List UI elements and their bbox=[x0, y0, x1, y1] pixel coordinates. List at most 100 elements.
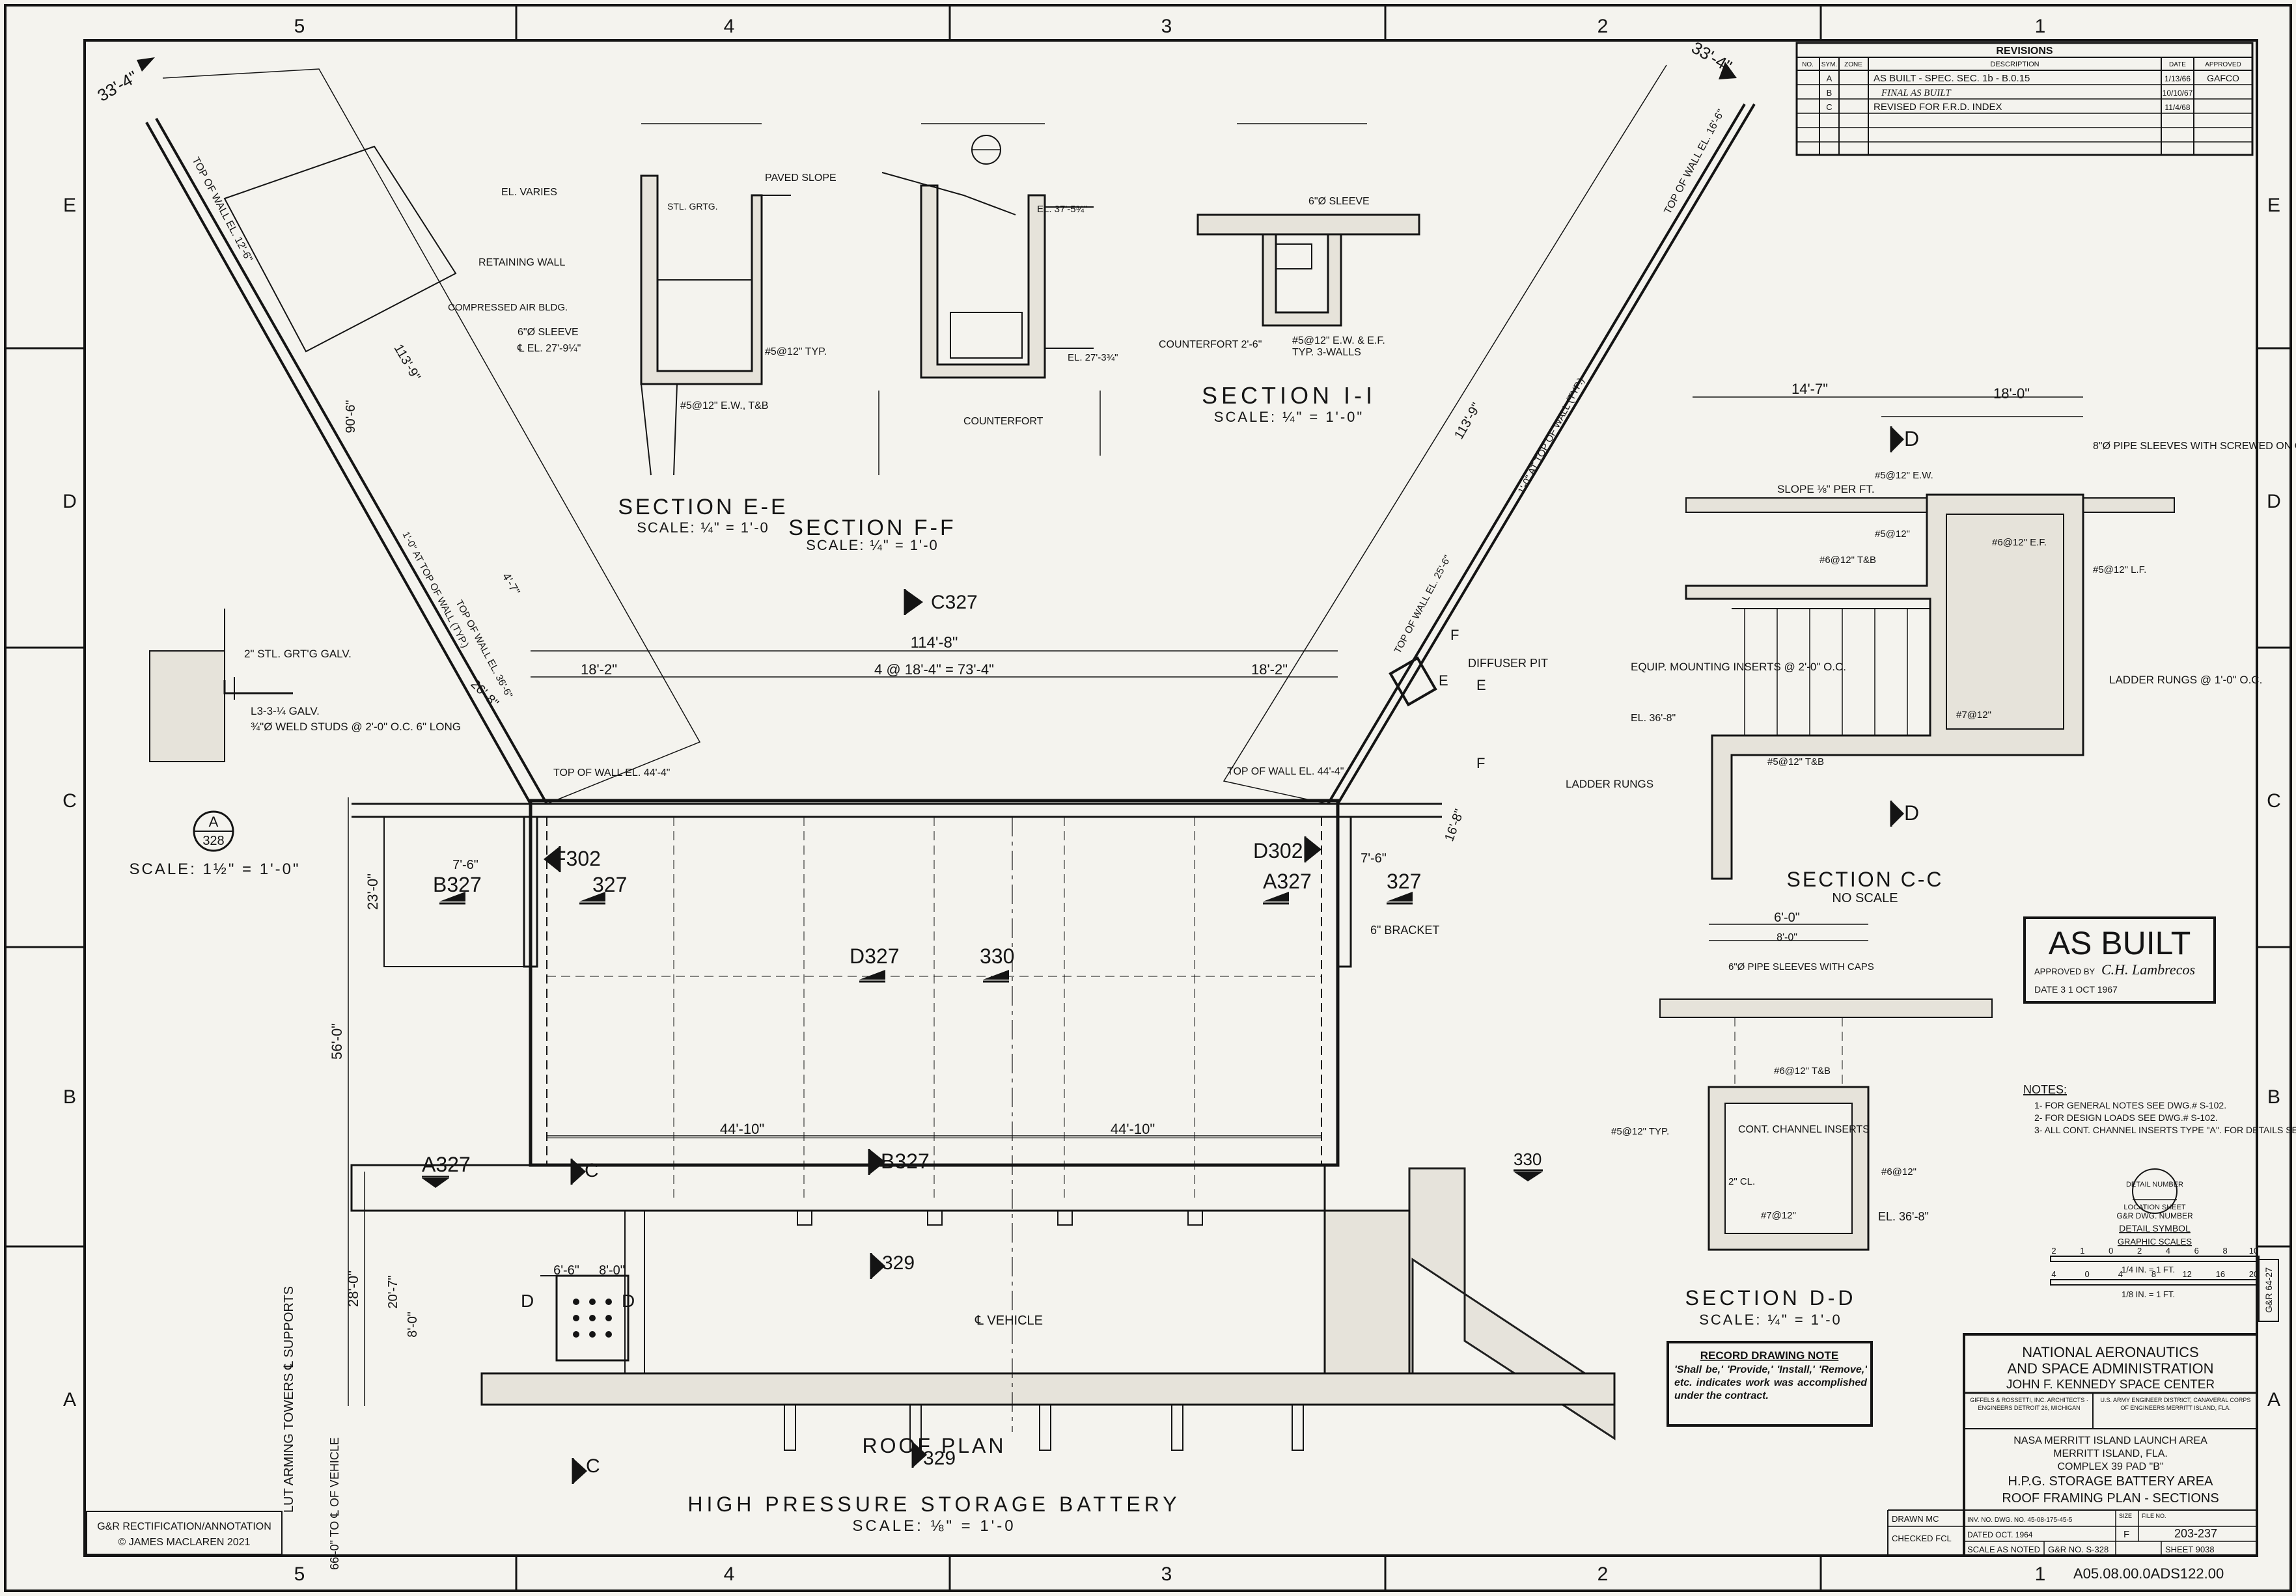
row-right-A: A bbox=[2267, 1389, 2280, 1410]
tb-corps: U.S. ARMY ENGINEER DISTRICT, CANAVERAL C… bbox=[2100, 1397, 2251, 1411]
note-2: 2- FOR DESIGN LOADS SEE DWG.# S-102. bbox=[2034, 1112, 2218, 1123]
tb-file-label: FILE NO. bbox=[2142, 1513, 2166, 1519]
tb-checked: CHECKED FCL bbox=[1892, 1534, 1952, 1543]
label-b327: B327 bbox=[433, 873, 482, 896]
cc-ladder-rungs-12: LADDER RUNGS @ 1'-0" O.C. bbox=[2109, 674, 2262, 686]
revisions-title: REVISIONS bbox=[1996, 46, 2053, 57]
scale-a-tick-2: 0 bbox=[2109, 1246, 2113, 1256]
rev-head-sym: SYM. bbox=[1821, 61, 1837, 68]
detail-grtg: 2" STL. GRT'G GALV. bbox=[244, 648, 352, 660]
dim-8-0b: 8'-0" bbox=[599, 1263, 625, 1278]
dd-rebar-6: #6@12" bbox=[1881, 1166, 1916, 1177]
ee-el-varies: EL. VARIES bbox=[501, 187, 557, 198]
scale-a-tick-6: 8 bbox=[2223, 1246, 2228, 1256]
tb-drawn: DRAWN MC bbox=[1892, 1514, 1939, 1524]
label-d302: D302 bbox=[1253, 839, 1303, 862]
as-built-approved: APPROVED BY bbox=[2034, 967, 2095, 976]
section-ee-scale: SCALE: ¼" = 1'-0 bbox=[637, 519, 769, 536]
record-note-body: 'Shall be,' 'Provide,' 'Install,' 'Remov… bbox=[1674, 1364, 1867, 1401]
rev-row-2-sym: B bbox=[1827, 88, 1833, 98]
dim-28: 28'-0" bbox=[345, 1271, 361, 1307]
scale-a-tick-4: 4 bbox=[2166, 1246, 2170, 1256]
cc-rebar-7: #7@12" bbox=[1956, 709, 1991, 721]
roof-plan-scale: SCALE: ⅛" = 1'-0 bbox=[852, 1517, 1016, 1535]
row-right-C: C bbox=[2267, 790, 2281, 812]
detail-scale: SCALE: 1½" = 1'-0" bbox=[129, 860, 300, 878]
row-left-E: E bbox=[63, 195, 76, 216]
section-markers bbox=[137, 57, 1904, 1484]
col-bot-5: 5 bbox=[294, 1563, 305, 1585]
cc-ladder-rungs: LADDER RUNGS bbox=[1566, 778, 1653, 790]
label-d-left: D bbox=[521, 1291, 534, 1311]
tb-size: F bbox=[2123, 1529, 2129, 1540]
rev-row-1-sym: A bbox=[1827, 74, 1833, 83]
dd-rebar-tb: #6@12" T&B bbox=[1774, 1066, 1831, 1077]
scale-b-tick-4: 12 bbox=[2182, 1269, 2191, 1279]
revisions-table: REVISIONS NO. SYM. ZONE DESCRIPTION DATE… bbox=[1795, 42, 2254, 156]
ff-counterfort: COUNTERFORT bbox=[963, 416, 1044, 427]
scale-a-tick-5: 6 bbox=[2194, 1246, 2199, 1256]
compressed-air-building bbox=[223, 145, 457, 353]
ii-typ-walls: TYP. 3-WALLS bbox=[1292, 347, 1361, 358]
dd-pipe-sleeves: 6"Ø PIPE SLEEVES WITH CAPS bbox=[1728, 961, 1874, 972]
notes: NOTES: 1- FOR GENERAL NOTES SEE DWG.# S-… bbox=[2023, 1083, 2296, 1135]
title-block: NATIONAL AERONAUTICS AND SPACE ADMINISTR… bbox=[1887, 1333, 2258, 1582]
label-a327-right: A327 bbox=[1263, 870, 1312, 893]
col-top-2: 2 bbox=[1598, 16, 1609, 37]
dd-cont-channel: CONT. CHANNEL INSERTS bbox=[1738, 1124, 1870, 1135]
section-ii: 6"Ø SLEEVE COUNTERFORT 2'-6" #5@12" E.W.… bbox=[1159, 123, 1420, 425]
roof-plan-subtitle: HIGH PRESSURE STORAGE BATTERY bbox=[687, 1493, 1180, 1516]
label-d-bottom: D bbox=[1904, 801, 1919, 825]
label-c327: C327 bbox=[931, 592, 978, 613]
cc-slope: SLOPE ⅛" PER FT. bbox=[1777, 483, 1875, 495]
tb-agency-2: AND SPACE ADMINISTRATION bbox=[2007, 1360, 2213, 1377]
col-top-5: 5 bbox=[294, 16, 305, 37]
cc-equip-inserts: EQUIP. MOUNTING INSERTS @ 2'-0" O.C. bbox=[1631, 661, 1846, 673]
bottom-ramp bbox=[480, 1372, 1616, 1406]
detail-symbol-top: DETAIL NUMBER bbox=[2126, 1181, 2183, 1189]
cc-dim-14: 14'-7" bbox=[1791, 381, 1828, 397]
tb-inv: INV. NO. DWG. NO. 45-08-175-45-5 bbox=[1967, 1517, 2073, 1524]
label-e-right: E bbox=[1476, 677, 1486, 693]
label-330: 330 bbox=[980, 944, 1014, 968]
rev-head-desc: DESCRIPTION bbox=[1990, 61, 2039, 68]
label-b327b: B327 bbox=[881, 1149, 930, 1173]
vehicle-dim-label: 66'-0" TO ℄ OF VEHICLE bbox=[328, 1437, 341, 1570]
scale-b-tick-3: 8 bbox=[2151, 1269, 2156, 1279]
rev-row-3-sym: C bbox=[1826, 102, 1832, 112]
section-cc-scale: NO SCALE bbox=[1832, 891, 1898, 905]
dd-rebar-7: #7@12" bbox=[1761, 1210, 1796, 1221]
section-ii-scale: SCALE: ¼" = 1'-0" bbox=[1214, 409, 1364, 425]
ii-rebar: #5@12" E.W. & E.F. bbox=[1292, 335, 1385, 346]
cc-el-36: EL. 36'-8" bbox=[1631, 713, 1676, 724]
graphic-scales: GRAPHIC SCALES 1/4 IN. = 1 FT. 1/8 IN. =… bbox=[2050, 1237, 2260, 1299]
bracket-label: 6" BRACKET bbox=[1370, 924, 1439, 937]
top-wall-mid-left: TOP OF WALL EL. 44'-4" bbox=[553, 767, 670, 778]
dim-half-left: 44'-10" bbox=[720, 1121, 764, 1137]
tb-firm: GIFFELS & ROSSETTI, INC. ARCHITECTS · EN… bbox=[1970, 1397, 2088, 1411]
tb-project-3: COMPLEX 39 PAD "B" bbox=[2057, 1461, 2163, 1472]
ii-counterfort: COUNTERFORT 2'-6" bbox=[1159, 339, 1262, 350]
label-327-left: 327 bbox=[592, 873, 627, 896]
ii-sleeve: 6"Ø SLEEVE bbox=[1308, 196, 1370, 207]
detail-symbol: DETAIL NUMBER LOCATION SHEET G&R DWG. NU… bbox=[2116, 1168, 2193, 1233]
dd-el: EL. 36'-8" bbox=[1878, 1210, 1929, 1223]
label-f302: F302 bbox=[553, 847, 601, 870]
diffuser-pit bbox=[1389, 656, 1437, 707]
label-f-left: F bbox=[1450, 627, 1459, 643]
tb-dated: DATED OCT. 1964 bbox=[1967, 1530, 2033, 1539]
section-cc: 14'-7" 18'-0" SLOPE ⅛" PER FT. 8"Ø PIPE … bbox=[1566, 381, 2296, 905]
rev-row-3-date: 11/4/68 bbox=[2165, 103, 2190, 112]
row-right-B: B bbox=[2267, 1086, 2280, 1108]
as-built-date: DATE 3 1 OCT 1967 bbox=[2034, 984, 2118, 995]
row-left-B: B bbox=[63, 1086, 76, 1108]
credit-line-2: © JAMES MACLAREN 2021 bbox=[118, 1537, 251, 1548]
top-wall-mid-right: TOP OF WALL EL. 44'-4" bbox=[1227, 766, 1344, 777]
scale-b-label: 1/8 IN. = 1 FT. bbox=[2122, 1289, 2175, 1299]
cc-rebar-ef: #6@12" E.F. bbox=[1992, 537, 2047, 548]
label-d-top: D bbox=[1904, 427, 1919, 450]
cc-rebar-5-tb: #5@12" T&B bbox=[1767, 756, 1824, 767]
